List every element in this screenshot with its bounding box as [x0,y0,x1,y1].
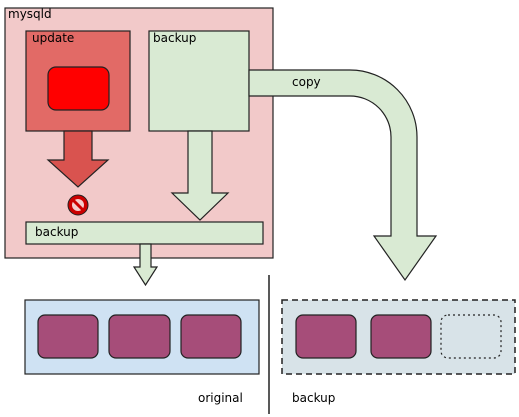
backup-block-label: backup [153,31,196,45]
backup-block-2 [370,314,432,359]
original-label: original [198,391,243,405]
update-label: update [32,31,74,45]
backup-block-1 [295,314,357,359]
original-block-1 [37,314,99,359]
update-record [47,66,110,111]
copy-label: copy [292,75,321,89]
backup-block [148,30,250,132]
backup-bar-label: backup [35,225,78,239]
copy-arrow [248,69,438,282]
original-block-3 [180,314,242,359]
bar-down-arrow [132,243,159,287]
update-arrow [46,130,110,188]
backup-block-empty [440,314,502,359]
backup-down-arrow [170,130,230,221]
no-entry-icon [67,194,89,216]
mysqld-label: mysqld [8,7,52,21]
backup-storage-label: backup [292,391,335,405]
original-block-2 [108,314,171,359]
